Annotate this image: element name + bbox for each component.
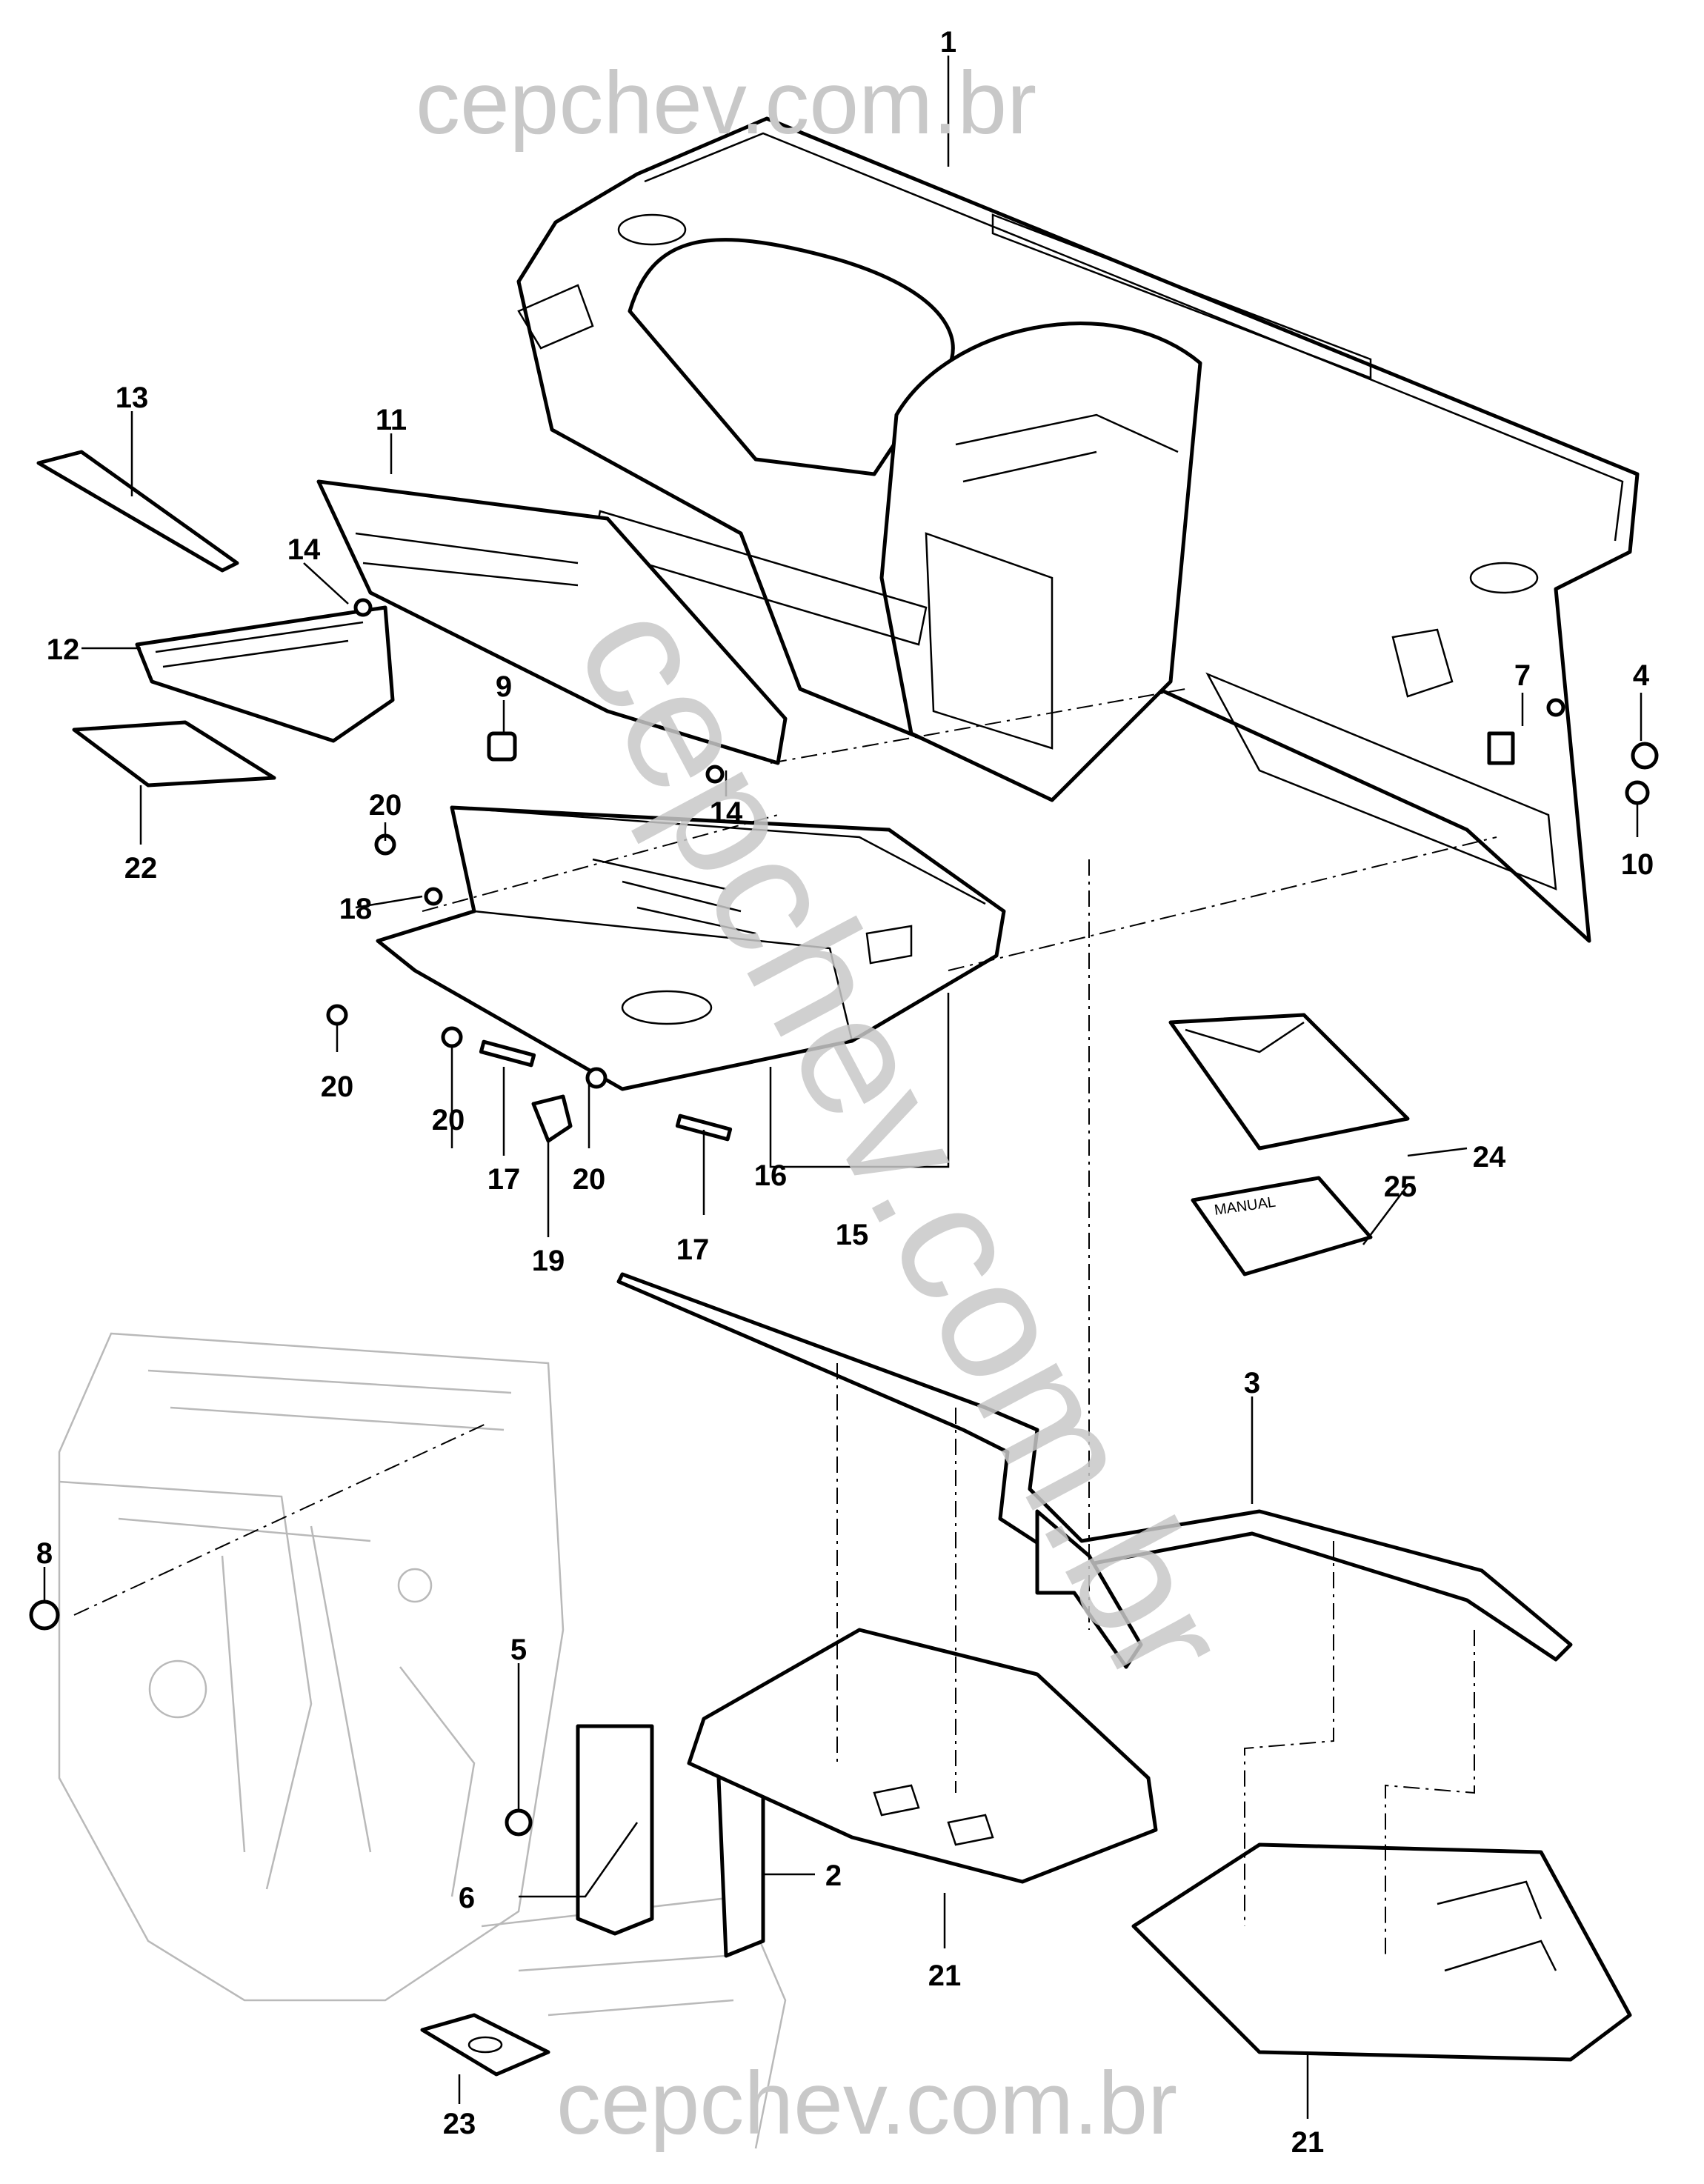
callout-22: 22 [124,852,158,885]
callout-1: 1 [940,26,956,59]
callout-18: 18 [339,893,373,925]
callout-8: 8 [36,1537,53,1570]
callout-13: 13 [116,382,149,414]
lower-cover-center [687,1628,1158,1884]
callout-10: 10 [1621,848,1654,881]
storage-tray [135,605,395,743]
label-sheet [72,720,276,788]
callout-15: 15 [836,1219,869,1251]
callout-11: 11 [376,404,407,436]
callout-21-right: 21 [1291,2126,1325,2159]
callouts: 1 2 3 4 5 6 7 8 9 10 11 12 13 14 14 15 1… [36,26,1654,2159]
owners-manual: MANUAL [1191,1176,1373,1276]
callout-21-center: 21 [928,1960,962,1992]
callout-17-left: 17 [487,1163,521,1196]
callout-14-lower: 14 [710,796,743,829]
callout-9: 9 [496,670,512,703]
callout-20-right: 20 [573,1163,606,1196]
callout-12: 12 [47,633,80,666]
callout-24: 24 [1473,1141,1506,1173]
callout-25: 25 [1384,1171,1417,1203]
dashboard-panel [516,116,1640,943]
callout-2: 2 [825,1860,842,1892]
fasteners [29,598,1659,1837]
callout-19: 19 [532,1245,565,1277]
glove-box-assembly [376,805,1006,1091]
alignment-lines [73,688,1497,1956]
leader-lines [43,56,1643,2119]
end-cap-trim [36,450,239,573]
watermark-bottom: cepchev.com.br [556,2054,1177,2153]
callout-17-right: 17 [676,1234,710,1266]
callout-20-top: 20 [369,789,402,822]
callout-5: 5 [510,1634,527,1666]
callout-14-upper: 14 [287,533,321,566]
callout-23: 23 [443,2108,476,2140]
callout-16: 16 [754,1159,788,1192]
isolator-pad [420,2013,550,2077]
callout-6: 6 [459,1882,475,1914]
watermark-top: cepchev.com.br [416,53,1036,153]
callout-4: 4 [1633,659,1650,692]
watermark-diagonal: cepchev.com.br [541,573,1268,1713]
documents-folder [1168,1013,1410,1151]
callout-20-middle: 20 [432,1104,465,1136]
vehicle-body-ghost [58,1332,787,2149]
side-trim-panel [316,479,788,765]
callout-20-left: 20 [321,1071,354,1103]
callout-7: 7 [1514,659,1531,692]
lower-cover-right [1131,1842,1632,2062]
callout-3: 3 [1244,1367,1260,1399]
